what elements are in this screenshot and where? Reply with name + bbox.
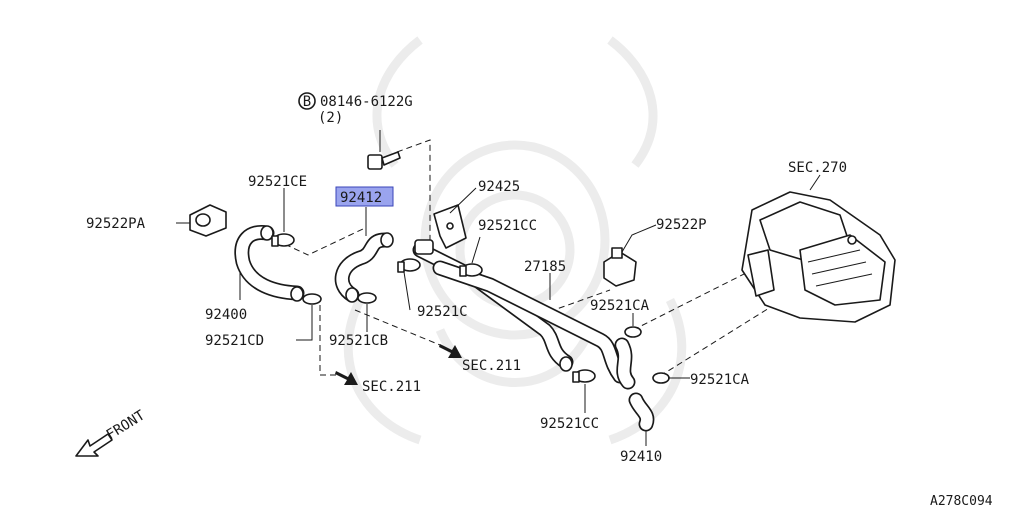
highlight-92412 <box>335 186 394 207</box>
label-sec270[interactable]: SEC.270 <box>788 160 847 176</box>
module-sec270 <box>741 191 896 323</box>
bolt-marker: B <box>303 94 311 110</box>
clamp-92521CE <box>271 233 295 247</box>
clip-92522PA <box>189 204 227 237</box>
hose-92400 <box>234 225 305 302</box>
clamp-92521CA-1 <box>624 326 642 338</box>
label-27185[interactable]: 27185 <box>524 259 566 275</box>
leader-lines <box>176 130 821 446</box>
label-front: FRONT <box>104 407 149 443</box>
label-sec211-left[interactable]: SEC.211 <box>362 379 421 395</box>
label-92521CA-1[interactable]: 92521CA <box>590 298 650 314</box>
label-92521CD[interactable]: 92521CD <box>205 333 264 349</box>
front-arrow <box>75 433 113 457</box>
label-92400[interactable]: 92400 <box>205 307 247 323</box>
diagram-code: A278C094 <box>930 494 993 509</box>
label-bolt-qty: (2) <box>318 110 343 126</box>
label-92410[interactable]: 92410 <box>620 449 662 465</box>
clamp-92521CA-2 <box>652 372 670 384</box>
hose-92410 <box>614 337 655 432</box>
clamp-92521CC-top <box>459 263 483 277</box>
label-92521CA-2[interactable]: 92521CA <box>690 372 750 388</box>
clamp-92521CB <box>357 292 377 304</box>
arrow-sec211-right <box>439 344 462 358</box>
label-92522P[interactable]: 92522P <box>656 217 707 233</box>
bracket-92425 <box>433 204 467 249</box>
label-92521CB[interactable]: 92521CB <box>329 333 388 349</box>
label-92522PA[interactable]: 92522PA <box>86 216 146 232</box>
arrow-sec211-left <box>335 371 358 385</box>
clamp-92521CD <box>302 293 322 305</box>
label-08146-6122G: 08146-6122G <box>320 94 413 110</box>
label-92521CC-top[interactable]: 92521CC <box>478 218 537 234</box>
hose-92412 <box>334 232 394 303</box>
bolt-callout: B 08146-6122G (2) <box>298 92 413 126</box>
label-92425[interactable]: 92425 <box>478 179 520 195</box>
label-92521CE[interactable]: 92521CE <box>248 174 307 190</box>
clamp-92521C <box>397 258 421 273</box>
clip-92522P <box>603 247 637 287</box>
label-92412[interactable]: 92412 <box>340 190 382 206</box>
pipe-27185 <box>412 239 628 384</box>
clamp-92521CC-bottom <box>572 369 596 383</box>
label-sec211-right[interactable]: SEC.211 <box>462 358 521 374</box>
label-92521C[interactable]: 92521C <box>417 304 468 320</box>
bolt-08146-6122G <box>367 151 401 170</box>
label-92521CC-bottom[interactable]: 92521CC <box>540 416 599 432</box>
